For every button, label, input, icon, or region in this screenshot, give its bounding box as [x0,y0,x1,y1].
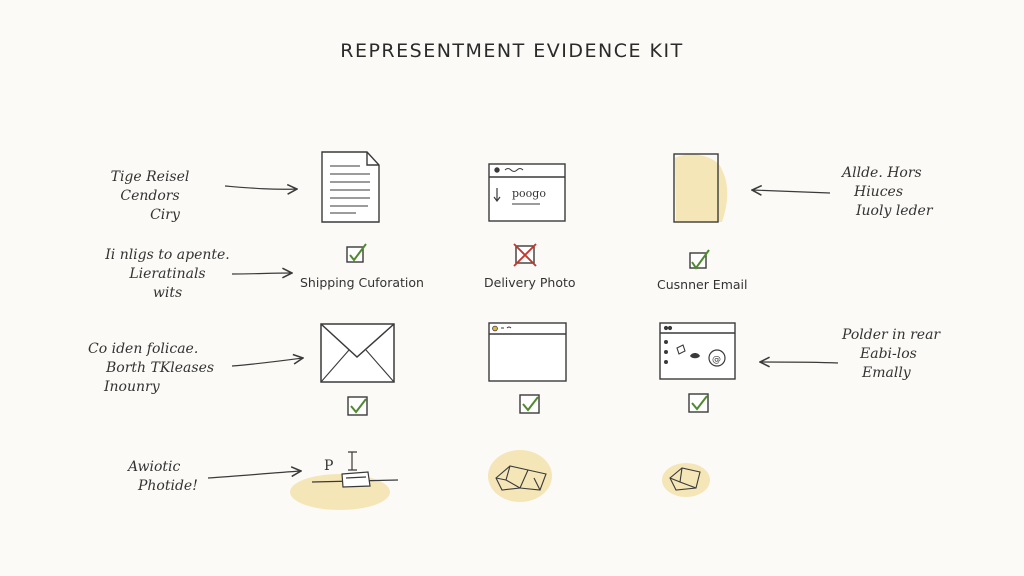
browser-empty-icon [488,322,567,382]
envelope-icon [320,323,395,383]
checkbox-delivery-crossed[interactable] [513,243,537,267]
document-icon [321,151,380,223]
parcel-pile-sketch [495,465,547,491]
page-title: REPRESENTMENT EVIDENCE KIT [340,40,684,62]
arrow-row4-left [207,471,301,479]
checkbox-social[interactable] [688,393,709,413]
receipt-icon [673,153,719,223]
svg-text:P: P [324,458,333,474]
checkbox-window[interactable] [519,394,540,414]
arrows [207,186,839,479]
arrow-row1-left [224,186,297,189]
social-window-icon: @ [659,322,736,380]
checkbox-envelope[interactable] [347,396,368,416]
arrow-row1-right [752,190,831,193]
browser-mock-text: poogo [512,187,546,200]
svg-text:@: @ [712,355,721,365]
browser-window-icon [488,163,566,222]
arrow-row2-left [231,273,292,274]
label-delivery-photo: Delivery Photo [484,275,576,290]
checkbox-shipping[interactable] [346,243,367,263]
label-customer-email: Cusnner Email [657,277,748,292]
label-shipping-confirmation: Shipping Cuforation [300,275,424,290]
parcel-small-sketch [669,467,701,491]
arrow-row3-left [231,358,303,367]
arrow-row3-right [760,362,839,363]
checkbox-customer[interactable] [689,249,710,270]
parcel-on-surface-sketch: P [311,451,399,488]
